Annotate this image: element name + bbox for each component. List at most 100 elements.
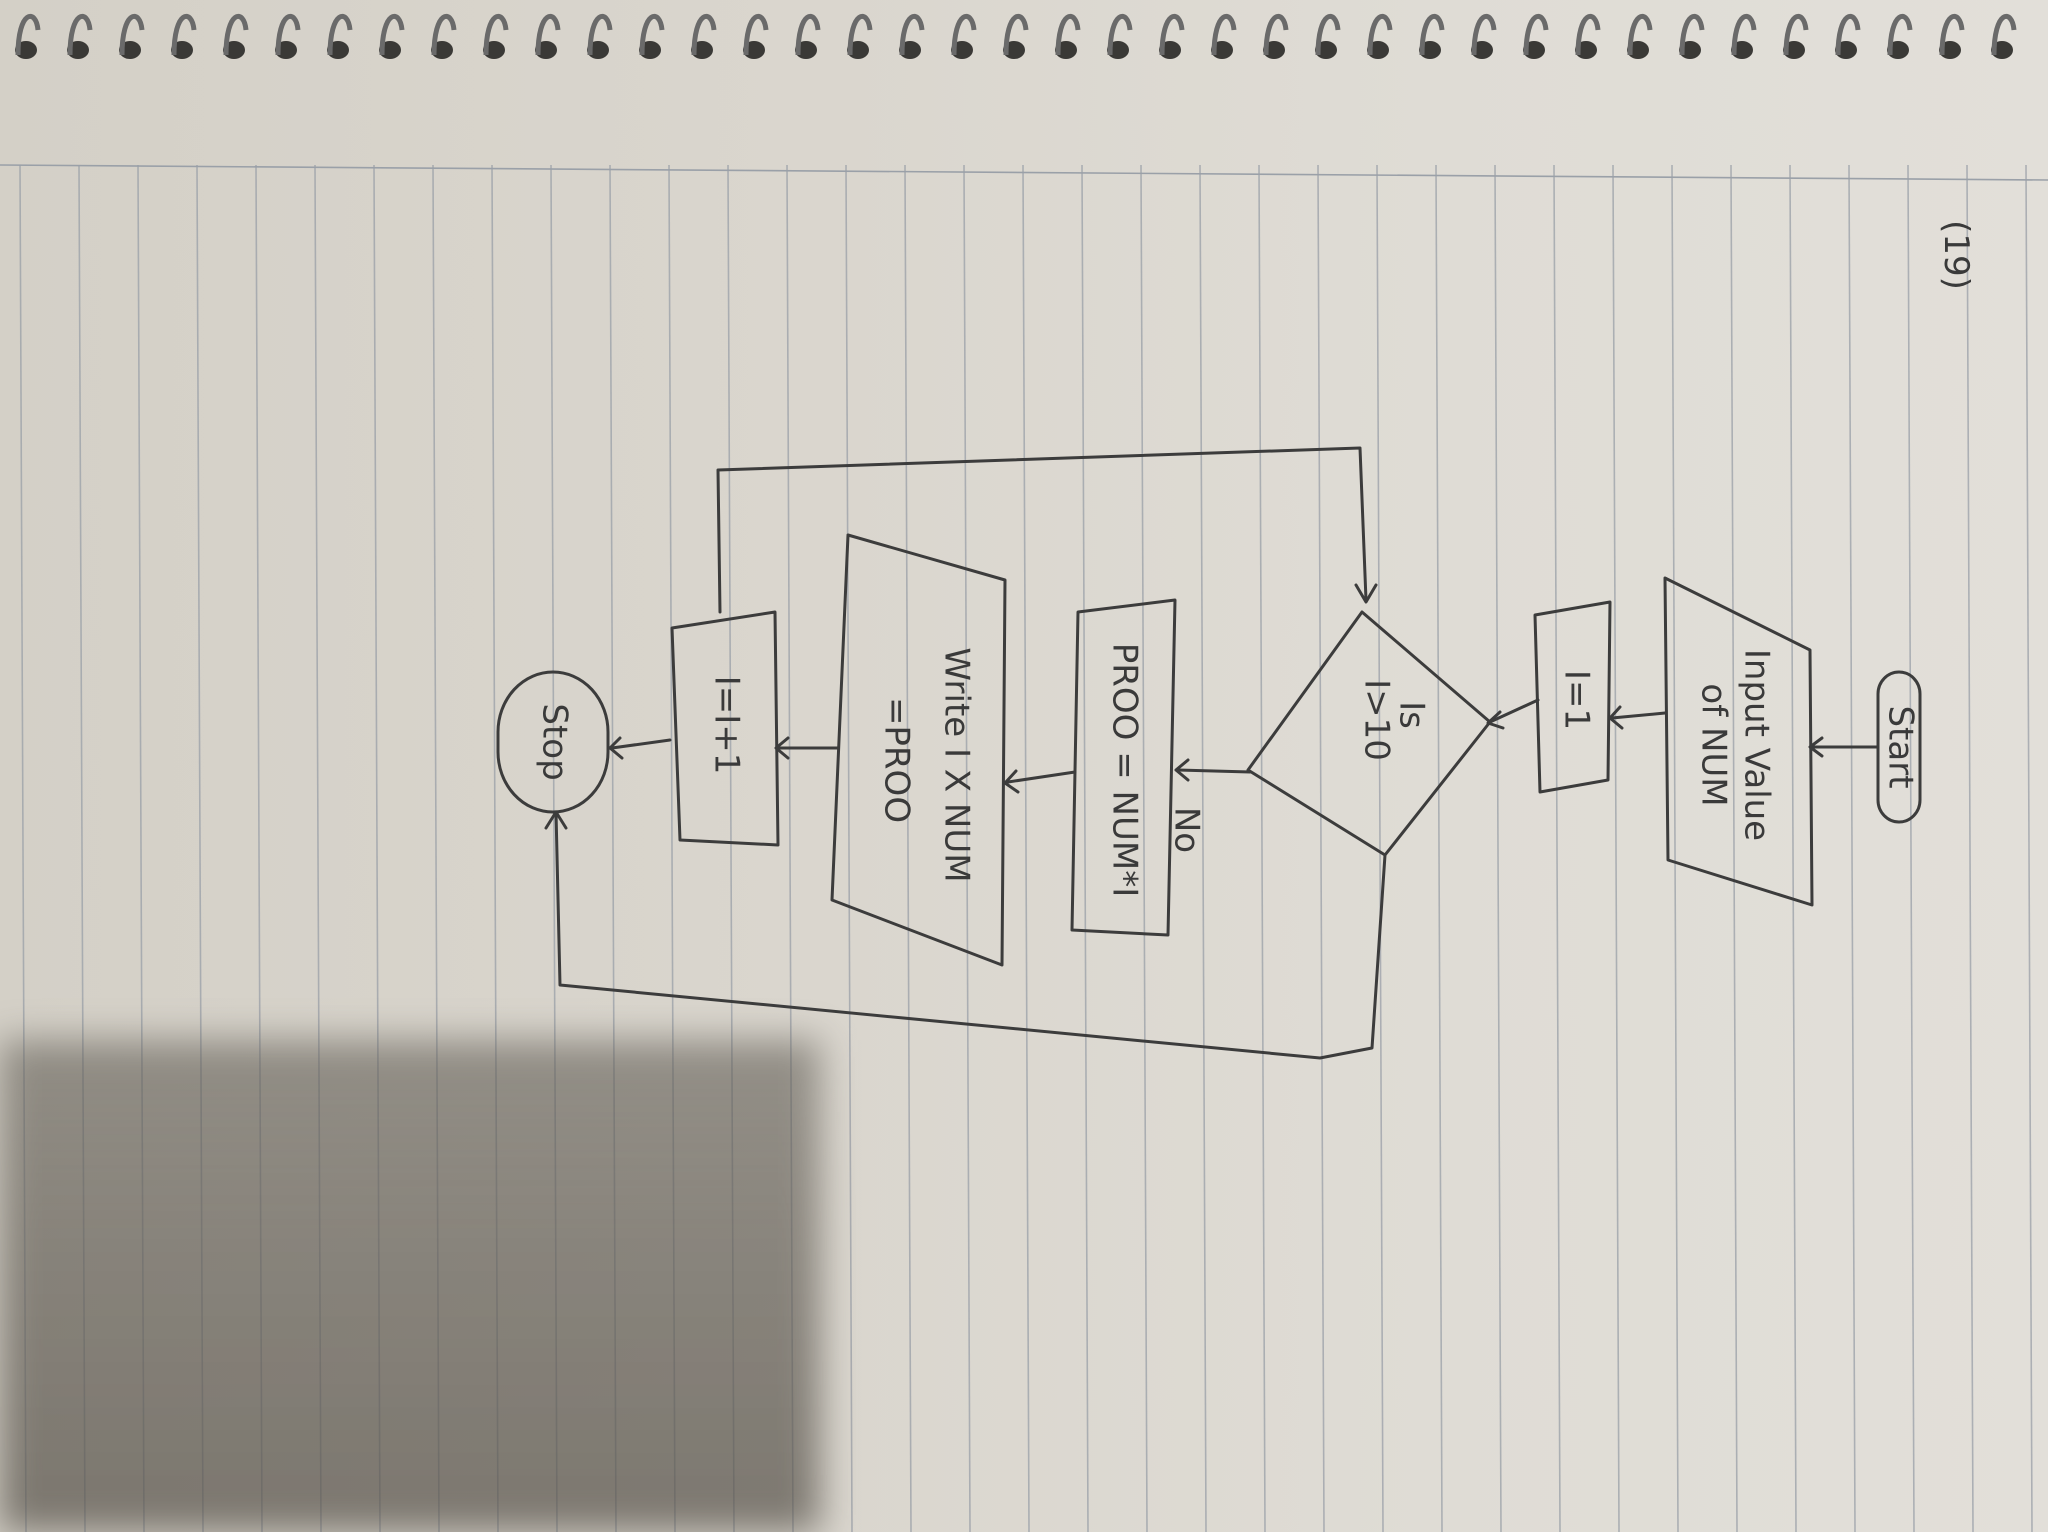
ruled-line — [1907, 164, 1915, 1532]
spiral-ring — [1159, 13, 1185, 59]
spiral-ring — [1783, 13, 1809, 59]
input-parallelogram: Input Value of NUM — [1663, 576, 1814, 907]
spiral-ring — [639, 13, 665, 59]
output-label-line-2: =PROO — [877, 697, 917, 823]
spiral-ring — [1211, 13, 1237, 59]
yes-branch-connector — [554, 810, 1387, 1060]
multiply-label: PROO = NUM*I — [1105, 643, 1145, 897]
decision-label-line-1: Is — [1392, 701, 1432, 729]
ruled-line — [1258, 164, 1266, 1532]
spiral-ring — [1835, 13, 1861, 59]
spiral-ring — [1523, 13, 1549, 59]
spiral-ring — [119, 13, 145, 59]
ruled-line — [1199, 164, 1207, 1532]
spiral-ring — [691, 13, 717, 59]
spiral-ring — [1679, 13, 1705, 59]
spiral-ring — [1367, 13, 1393, 59]
spiral-ring — [1315, 13, 1341, 59]
arrow-decision-process — [1176, 768, 1252, 774]
decision-diamond: Is I>10 — [1246, 610, 1492, 857]
no-branch-label: No — [1167, 807, 1207, 853]
ruled-line — [1081, 164, 1089, 1532]
margin-line — [0, 164, 2048, 181]
spiral-ring — [1939, 13, 1965, 59]
arrowhead — [1354, 583, 1378, 604]
ruled-line — [1848, 164, 1856, 1532]
arrowhead — [544, 810, 568, 830]
init-label: I=1 — [1557, 670, 1597, 730]
spiral-ring — [847, 13, 873, 59]
spiral-ring — [67, 13, 93, 59]
input-shape — [1663, 576, 1814, 907]
spiral-ring — [1991, 13, 2017, 59]
ruled-line — [1376, 164, 1384, 1532]
stop-label: Stop — [535, 703, 575, 780]
spiral-ring — [15, 13, 41, 59]
arrow-init-decision — [1488, 698, 1540, 724]
start-terminator: Start — [1876, 670, 1922, 824]
arrowhead — [1003, 769, 1020, 794]
ruled-line — [1553, 164, 1561, 1532]
increment-shape — [670, 610, 780, 847]
arrowhead — [608, 736, 624, 760]
input-label-line-2: of NUM — [1694, 683, 1734, 806]
spiral-ring — [1055, 13, 1081, 59]
output-shape — [830, 533, 1007, 967]
arrowhead — [1174, 758, 1190, 782]
ruled-line — [1966, 164, 1974, 1532]
spiral-ring — [951, 13, 977, 59]
page-number: (19) — [1936, 220, 1976, 290]
init-shape — [1533, 600, 1612, 794]
spiral-ring — [1263, 13, 1289, 59]
spiral-ring — [899, 13, 925, 59]
ruled-line — [1612, 164, 1620, 1532]
spiral-ring — [535, 13, 561, 59]
output-parallelogram: Write I X NUM =PROO — [830, 533, 1007, 967]
hand-shadow — [0, 1040, 820, 1532]
page-number-label: (19) — [1936, 220, 1976, 290]
decision-label-line-2: I>10 — [1357, 679, 1397, 761]
arrow-increment-stop — [610, 738, 672, 750]
ruled-line — [2025, 164, 2033, 1532]
ruled-line — [1022, 164, 1030, 1532]
spiral-ring — [1471, 13, 1497, 59]
spiral-ring — [223, 13, 249, 59]
spiral-ring — [327, 13, 353, 59]
spiral-ring — [1887, 13, 1913, 59]
spiral-ring — [743, 13, 769, 59]
ruled-line — [963, 164, 971, 1532]
spiral-ring — [1627, 13, 1653, 59]
output-label-line-1: Write I X NUM — [937, 647, 977, 882]
spiral-ring — [587, 13, 613, 59]
ruled-line — [1494, 164, 1502, 1532]
ruled-line — [1435, 164, 1443, 1532]
ruled-line — [1789, 164, 1797, 1532]
stop-shape — [496, 670, 610, 814]
start-label: Start — [1881, 705, 1921, 788]
spiral-ring — [379, 13, 405, 59]
spiral-ring — [1575, 13, 1601, 59]
input-label-line-1: Input Value — [1737, 649, 1777, 841]
spiral-ring — [1107, 13, 1133, 59]
init-process: I=1 — [1533, 600, 1612, 794]
arrow-process-output — [1006, 770, 1077, 784]
ruled-line — [1140, 164, 1148, 1532]
spiral-ring — [275, 13, 301, 59]
spiral-ring — [431, 13, 457, 59]
multiply-shape — [1070, 598, 1177, 937]
stop-terminator: Stop — [496, 670, 610, 814]
spiral-ring — [1731, 13, 1757, 59]
spiral-ring — [1419, 13, 1445, 59]
ruled-line — [1730, 164, 1738, 1532]
loop-back-connector — [716, 446, 1368, 614]
multiply-process: PROO = NUM*I — [1070, 598, 1177, 937]
ruled-line — [1317, 164, 1325, 1532]
ruled-line — [904, 164, 912, 1532]
decision-shape — [1246, 610, 1492, 857]
spiral-ring — [483, 13, 509, 59]
spiral-ring — [795, 13, 821, 59]
arrow-input-init — [1610, 711, 1667, 720]
ruled-line — [845, 164, 853, 1532]
